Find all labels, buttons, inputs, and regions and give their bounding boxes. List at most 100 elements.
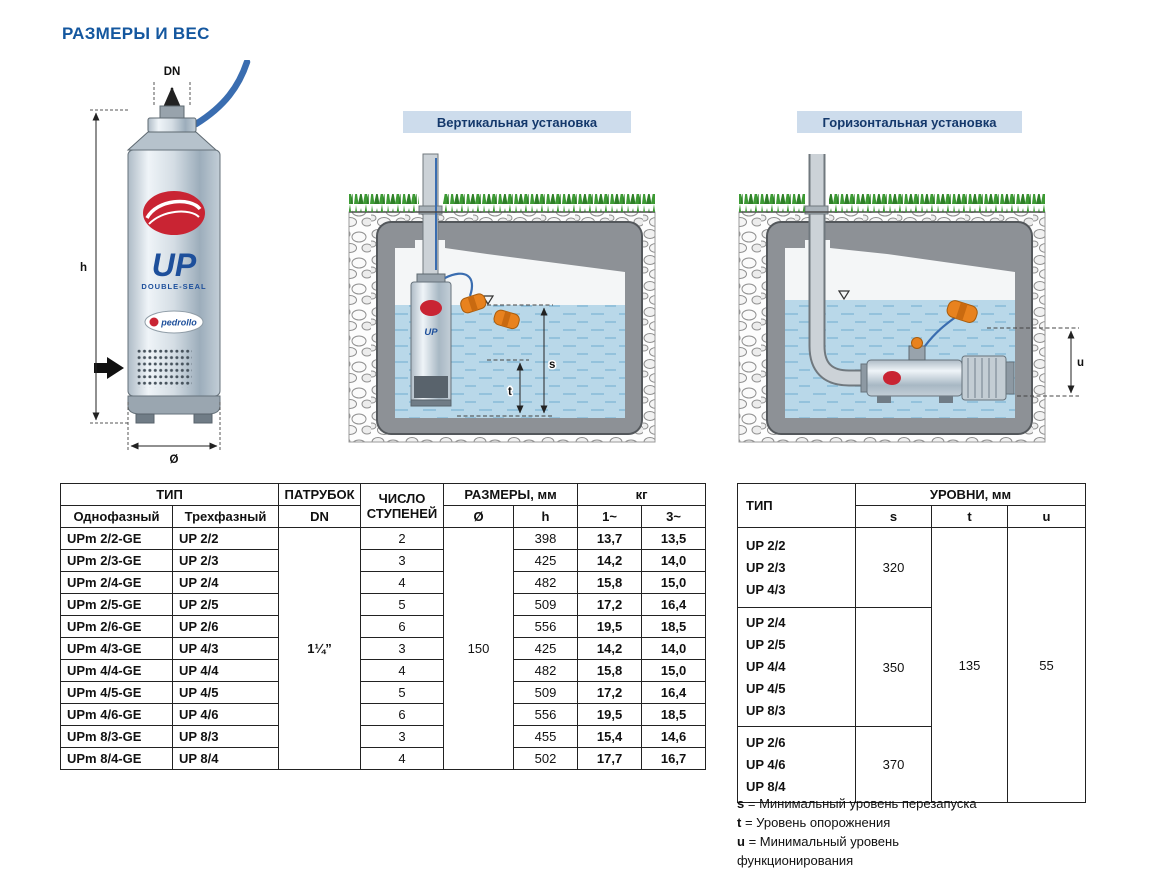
pump-up-label: UP: [424, 327, 438, 338]
col-header-u: u: [1006, 505, 1087, 528]
vertical-install-label: Вертикальная установка: [403, 111, 631, 133]
weight-1ph: 17,7: [577, 747, 643, 770]
weight-3ph: 16,7: [641, 747, 707, 770]
stages-value: 3: [360, 725, 445, 748]
col-header-port: ПАТРУБОК: [278, 483, 362, 506]
model-single-phase: UPm 4/6-GE: [60, 703, 173, 726]
page-title: РАЗМЕРЫ И ВЕС: [62, 24, 210, 43]
model-three-phase: UP 8/4: [171, 747, 280, 770]
s-dimension-label: s: [549, 359, 555, 371]
weight-3ph: 14,0: [641, 549, 707, 572]
u-dimension: u: [987, 327, 1086, 397]
model-single-phase: UPm 2/2-GE: [60, 527, 173, 550]
model-three-phase: UP 2/6: [171, 615, 280, 638]
submersible-pump: UP: [410, 273, 452, 407]
model-single-phase: UPm 2/6-GE: [60, 615, 173, 638]
stages-value: 4: [360, 571, 445, 594]
table-row: UPm 2/4-GE UP 2/4 4 482 15,8 15,0: [60, 571, 707, 594]
float-switch-2: [493, 309, 520, 330]
table-row: UPm 4/5-GE UP 4/5 5 509 17,2 16,4: [60, 681, 707, 704]
float-cable: [444, 272, 473, 297]
levels-group-row: UP 2/2 UP 2/3 UP 4/3 320 135 55: [737, 527, 1087, 803]
height-value: 509: [513, 593, 579, 616]
dimensions-weight-table: ТИП ПАТРУБОК ЧИСЛО СТУПЕНЕЙ РАЗМЕРЫ, мм …: [59, 483, 707, 770]
model-three-phase: UP 4/3: [171, 637, 280, 660]
pedrollo-logo: pedrollo: [144, 310, 204, 334]
col-header-kg: кг: [577, 483, 707, 506]
weight-1ph: 17,2: [577, 593, 643, 616]
grass-left: [349, 194, 419, 212]
dn-dimension-label: DN: [164, 66, 181, 78]
pump-dimension-drawing: DN UP DOUBLE-SEAL pedrollo: [79, 60, 251, 465]
grass-right: [829, 194, 1045, 212]
pipe-collar: [418, 205, 443, 215]
model-single-phase: UPm 4/3-GE: [60, 637, 173, 660]
model-three-phase: UP 4/6: [171, 703, 280, 726]
float-switch: [946, 300, 978, 323]
table-row: UPm 4/4-GE UP 4/4 4 482 15,8 15,0: [60, 659, 707, 682]
height-value: 455: [513, 725, 579, 748]
s-value: 370: [855, 726, 932, 803]
model-three-phase: UP 8/3: [171, 725, 280, 748]
power-cable: [192, 60, 251, 128]
col-header-dn: DN: [278, 505, 362, 528]
pump-cap: [126, 105, 218, 151]
col-header-height: h: [513, 505, 579, 528]
water-level-marker: [837, 290, 851, 301]
diameter-value: 150: [443, 527, 515, 770]
horizontal-install-label: Горизонтальная установка: [797, 111, 1022, 133]
weight-1ph: 13,7: [577, 527, 643, 550]
header-row-1: ТИП ПАТРУБОК ЧИСЛО СТУПЕНЕЙ РАЗМЕРЫ, мм …: [59, 483, 707, 528]
col-header-type: ТИП: [59, 483, 280, 506]
dn-dimension: DN: [153, 66, 191, 106]
col-header-s: s: [855, 505, 932, 528]
table-row: UPm 8/3-GE UP 8/3 3 455 15,4 14,6: [60, 725, 707, 748]
height-value: 556: [513, 703, 579, 726]
table-row: UPm 2/3-GE UP 2/3 3 425 14,2 14,0: [60, 549, 707, 572]
tank-ceiling-left: [785, 240, 805, 248]
t-value: 135: [931, 527, 1008, 803]
weight-3ph: 16,4: [641, 681, 707, 704]
weight-3ph: 15,0: [641, 571, 707, 594]
table-row: UPm 2/6-GE UP 2/6 6 556 19,5 18,5: [60, 615, 707, 638]
float-switch: [460, 293, 487, 314]
model-three-phase: UP 4/4: [171, 659, 280, 682]
stages-value: 6: [360, 615, 445, 638]
up-brand-text: UP: [152, 247, 197, 283]
weight-3ph: 18,5: [641, 703, 707, 726]
pump-base: [127, 395, 221, 424]
model-three-phase: UP 2/5: [171, 593, 280, 616]
levels-table: ТИП УРОВНИ, мм s t u UP 2/2 UP 2/3 UP 4/…: [737, 483, 1087, 803]
s-dimension: s: [457, 304, 557, 417]
model-single-phase: UPm 2/5-GE: [60, 593, 173, 616]
u-dimension-label: u: [1077, 357, 1084, 369]
footnote-s: s = Минимальный уровень перезапуска: [737, 796, 977, 811]
weight-1ph: 14,2: [577, 549, 643, 572]
tank-ceiling: [445, 240, 625, 272]
stages-value: 3: [360, 637, 445, 660]
weight-3ph: 18,5: [641, 615, 707, 638]
weight-3ph: 16,4: [641, 593, 707, 616]
weight-3ph: 14,0: [641, 637, 707, 660]
model-three-phase: UP 2/2: [171, 527, 280, 550]
col-header-kg-1ph: 1~: [577, 505, 643, 528]
t-dimension: t: [487, 359, 529, 414]
stages-value: 3: [360, 549, 445, 572]
col-header-kg-3ph: 3~: [641, 505, 707, 528]
weight-1ph: 15,8: [577, 571, 643, 594]
col-header-stages: ЧИСЛО СТУПЕНЕЙ: [360, 483, 445, 528]
horizontal-installation-diagram: u: [738, 154, 1086, 443]
model-three-phase: UP 4/5: [171, 681, 280, 704]
weight-3ph: 15,0: [641, 659, 707, 682]
grass-left: [739, 194, 805, 212]
col-header-single-phase: Однофазный: [60, 505, 173, 528]
pedrollo-red-logo: [143, 191, 205, 235]
table-row: UPm 2/5-GE UP 2/5 5 509 17,2 16,4: [60, 593, 707, 616]
table-row: UPm 2/2-GE UP 2/2 1¼” 2 150 398 13,7 13,…: [60, 527, 707, 770]
levels-header-row-1: ТИП УРОВНИ, мм: [737, 483, 1087, 528]
weight-1ph: 15,8: [577, 659, 643, 682]
col-header-diameter: Ø: [443, 505, 515, 528]
model-three-phase: UP 2/4: [171, 571, 280, 594]
col-header-t: t: [931, 505, 1008, 528]
